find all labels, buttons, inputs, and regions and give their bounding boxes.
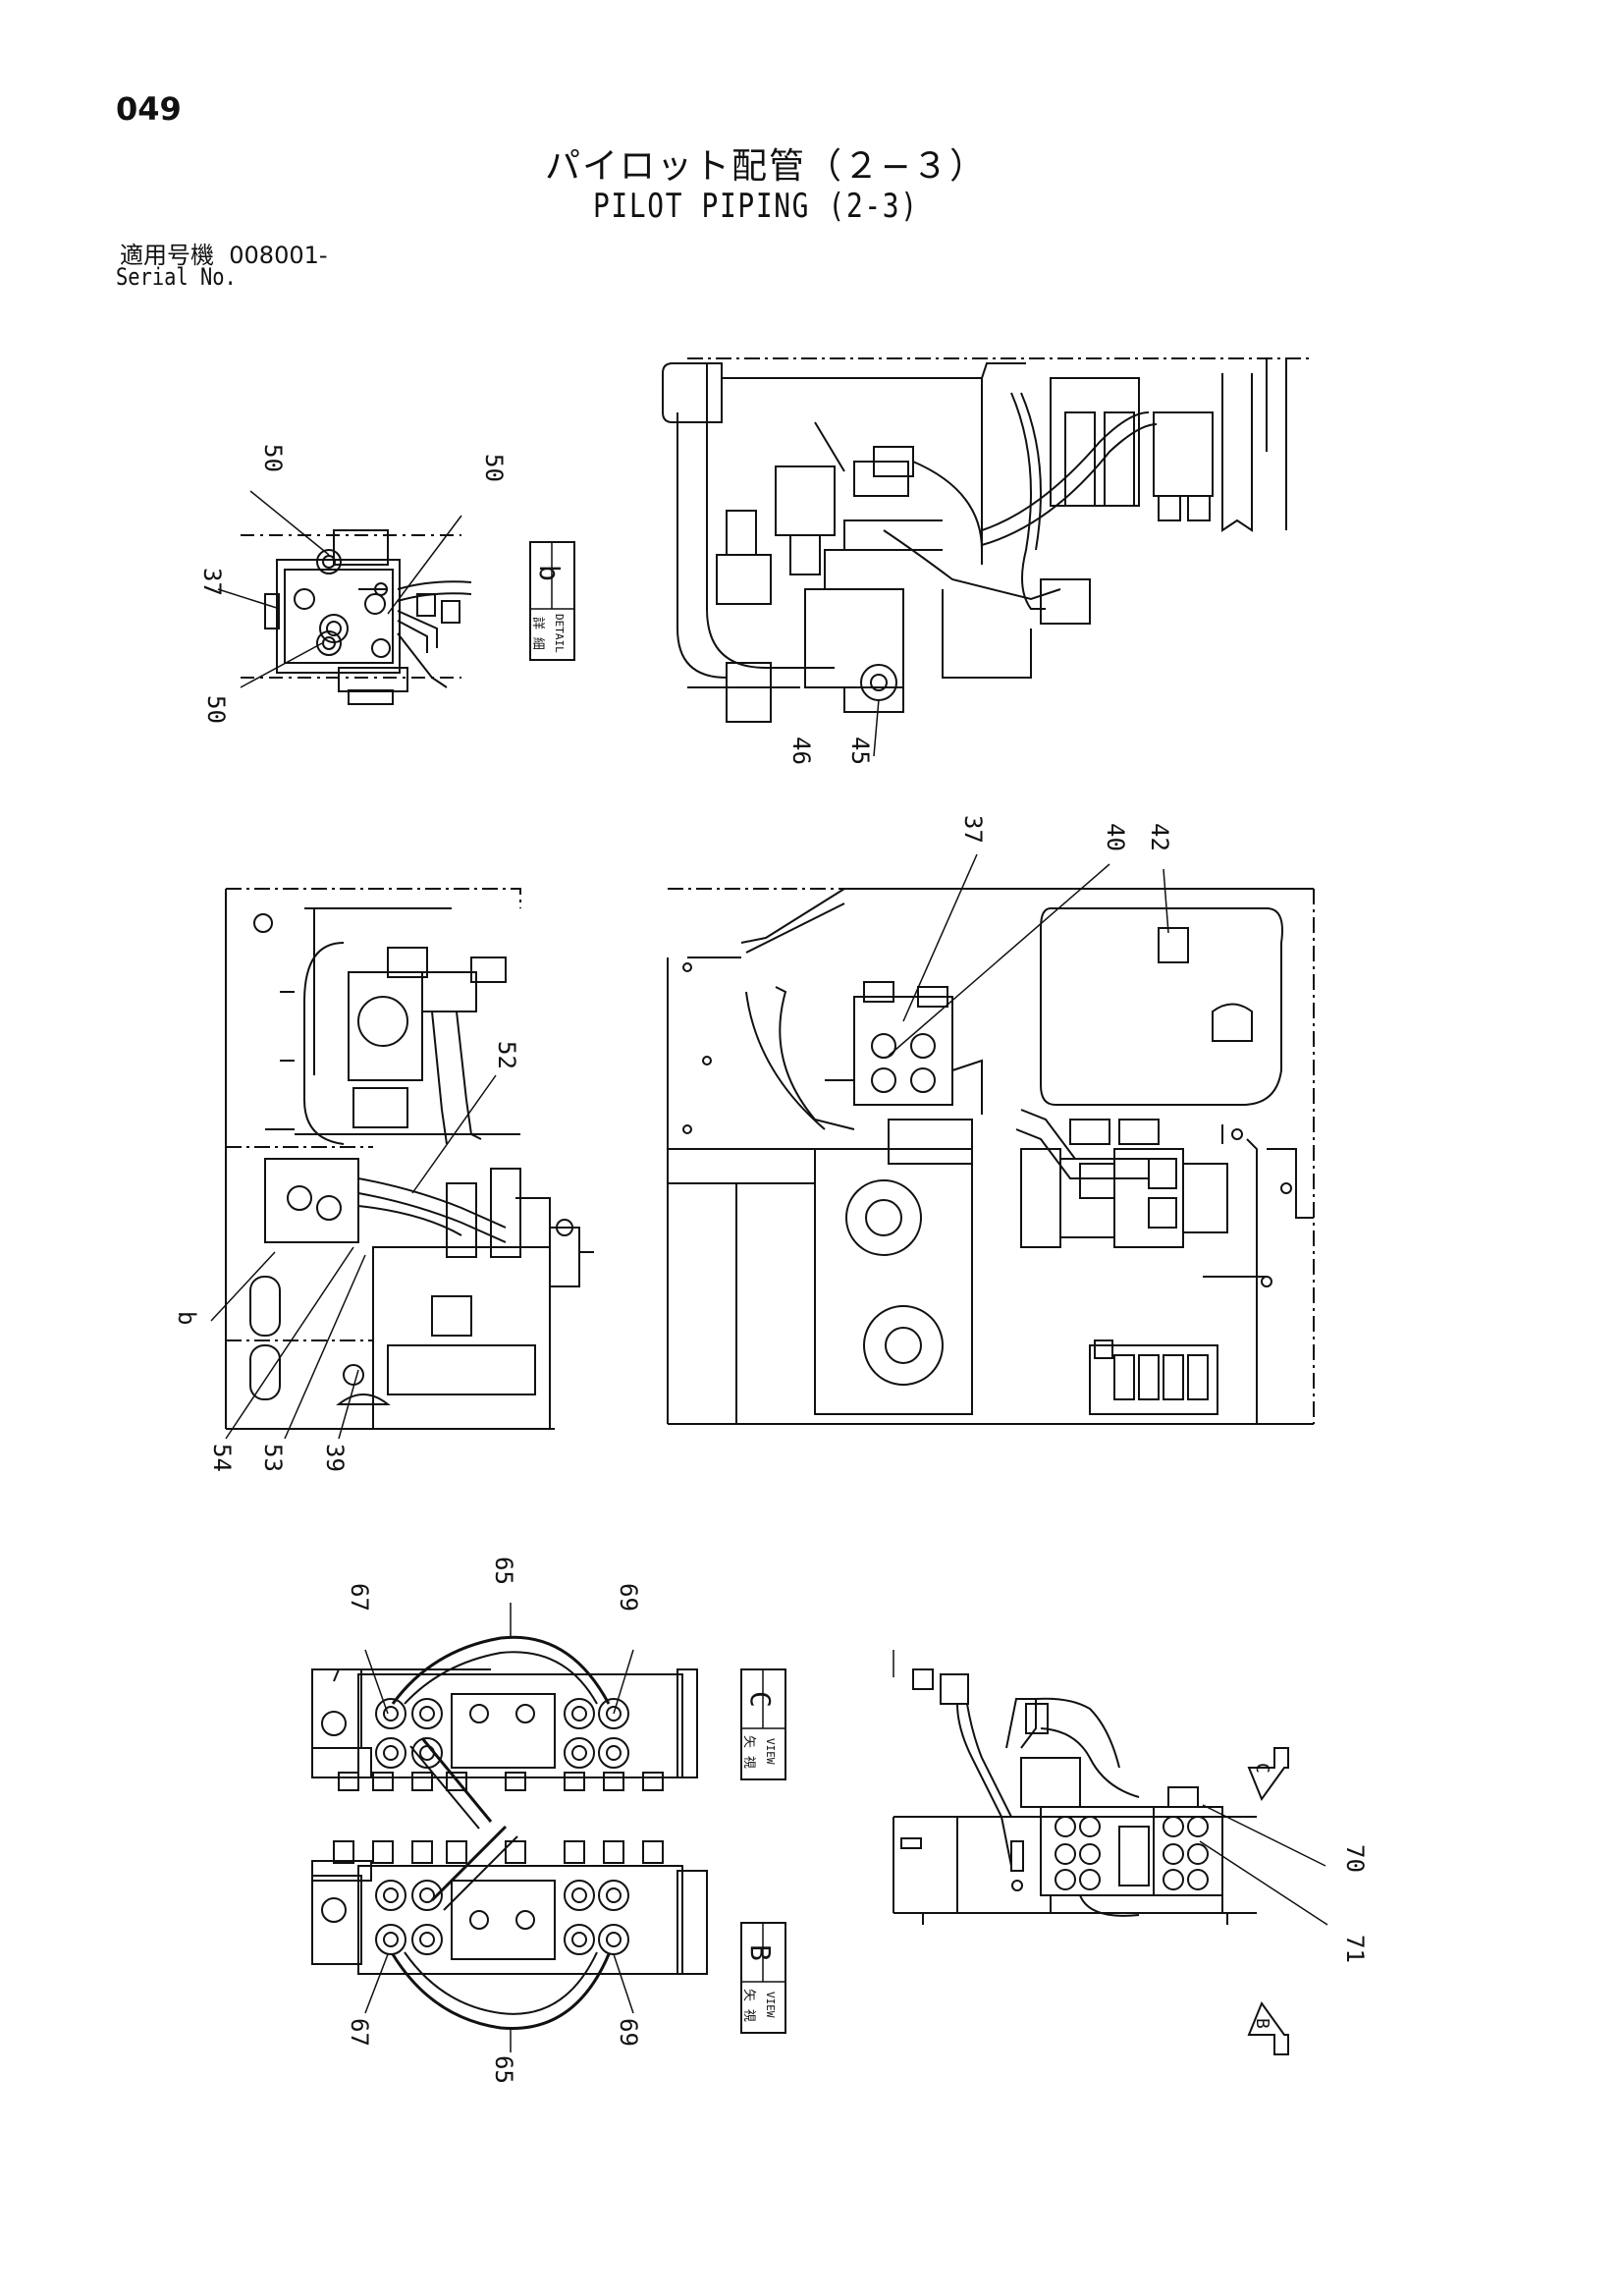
callout-b-marker: b <box>173 1311 200 1325</box>
detail-b-box <box>529 541 575 661</box>
callout-67-view-c: 67 <box>346 1583 373 1612</box>
callout-40: 40 <box>1102 823 1129 851</box>
callout-37-middle: 37 <box>959 815 987 844</box>
view-c-box <box>740 1668 786 1780</box>
callout-65-view-c: 65 <box>490 1557 517 1585</box>
view-b-valve-drawing <box>311 1825 708 2031</box>
middle-right-machine-view <box>667 888 1315 1425</box>
detail-box-letter: b <box>533 565 566 581</box>
page-number: 049 <box>116 90 182 128</box>
view-c-arrow-letter: C <box>1252 1763 1272 1774</box>
view-b-arrow-letter: B <box>1252 2018 1272 2029</box>
view-c-box-letter: C <box>744 1691 777 1708</box>
bottom-right-leaders <box>1199 1804 1328 1926</box>
callout-67-view-b: 67 <box>346 2018 373 2047</box>
callout-50-right: 50 <box>480 454 508 482</box>
view-c-box-en: VIEW <box>764 1738 777 1765</box>
serial-label-jp-text: 適用号機 <box>120 242 214 269</box>
callout-52: 52 <box>493 1041 520 1069</box>
middle-right-leaders <box>888 853 1169 1057</box>
view-c-box-jp: 矢 視 <box>741 1735 756 1769</box>
callout-42: 42 <box>1146 823 1173 851</box>
serial-label-japanese: 適用号機 008001- <box>120 236 328 270</box>
serial-number-value: 008001- <box>229 242 328 269</box>
callout-53: 53 <box>259 1444 287 1472</box>
detail-b-leaders <box>217 490 462 688</box>
callout-50-bottom: 50 <box>202 695 230 724</box>
callout-54: 54 <box>208 1444 236 1472</box>
callout-65-view-b: 65 <box>490 2055 517 2084</box>
view-b-box-en: VIEW <box>764 1992 777 2018</box>
view-b-arrow <box>1247 2000 1289 2055</box>
callout-69-view-b: 69 <box>615 2018 642 2047</box>
detail-box-en: DETAIL <box>553 614 566 653</box>
callout-71: 71 <box>1341 1935 1369 1963</box>
callout-70: 70 <box>1341 1844 1369 1873</box>
callout-46: 46 <box>787 737 815 765</box>
middle-left-machine-view <box>225 888 594 1430</box>
top-right-leaders <box>873 698 880 757</box>
view-c-arrow <box>1247 1747 1289 1802</box>
detail-box-jp: 詳 細 <box>530 617 546 650</box>
callout-37-detail: 37 <box>198 568 226 596</box>
page-title-japanese: パイロット配管（２−３） <box>545 146 988 187</box>
serial-label-english: Serial No. <box>116 263 237 291</box>
view-b-box-letter: B <box>744 1944 777 1961</box>
callout-45: 45 <box>846 737 874 765</box>
view-c-leaders <box>364 1603 634 1715</box>
bottom-right-machine-view <box>893 1650 1257 1925</box>
callout-39: 39 <box>321 1444 349 1472</box>
middle-left-leaders <box>210 1074 497 1440</box>
view-b-box-jp: 矢 視 <box>741 1989 756 2022</box>
callout-50-top: 50 <box>259 444 287 472</box>
view-b-leaders <box>364 1953 634 2052</box>
top-right-machine-view <box>662 357 1314 723</box>
view-b-box <box>740 1922 786 2034</box>
view-c-valve-drawing <box>311 1635 698 1830</box>
callout-69-view-c: 69 <box>615 1583 642 1612</box>
detail-b-valve-drawing <box>241 529 472 705</box>
page-title-english: PILOT PIPING (2-3) <box>593 187 919 226</box>
